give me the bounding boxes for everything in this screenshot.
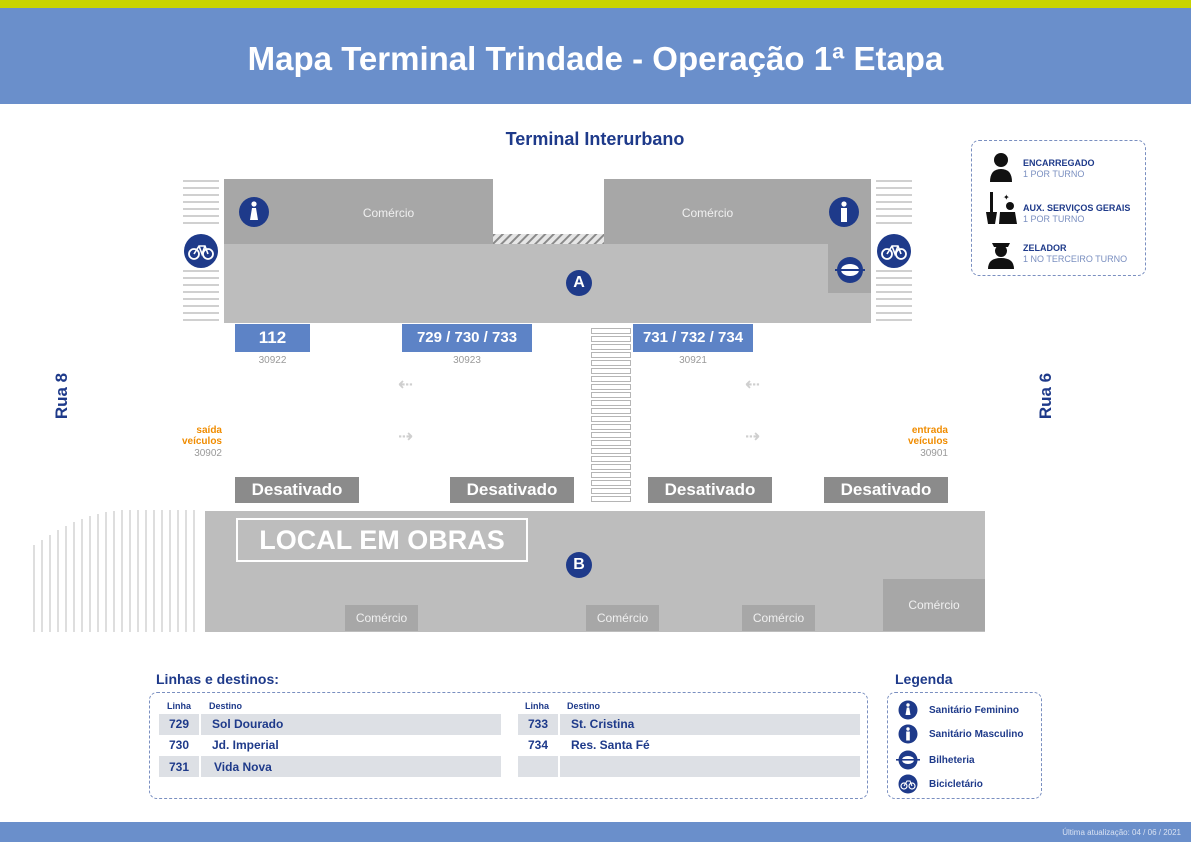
street-left: Rua 8 (52, 372, 71, 420)
staff-title: AUX. SERVIÇOS GERAIS (1023, 203, 1131, 213)
table-cell-dest: Res. Santa Fé (571, 738, 650, 752)
crosswalk-left (183, 180, 219, 321)
commerce-label: Comércio (362, 206, 415, 220)
col-header-line: Linha (167, 701, 191, 711)
bay-badge: 112 (235, 324, 310, 352)
exit-line2: veículos (181, 436, 222, 447)
lines-table-box (149, 692, 868, 799)
table-cell-line: 729 (168, 717, 190, 731)
exit-code: 30902 (194, 448, 222, 459)
commerce-b: Comércio (586, 605, 659, 631)
staff-panel (971, 140, 1146, 276)
street-right: Rua 6 (1036, 372, 1055, 420)
legend-label: Sanitário Feminino (929, 705, 1020, 716)
deactivated-bay: Desativado (450, 477, 574, 503)
bay-code: 30921 (679, 355, 707, 366)
top-accent-bar (0, 0, 1191, 8)
hatched-walkway (493, 234, 604, 244)
bicycle-icon (877, 234, 911, 268)
table-cell-line: 731 (168, 760, 190, 774)
person-icon (990, 153, 1012, 182)
staff-detail: 1 NO TERCEIRO TURNO (1023, 254, 1128, 264)
table-cell-dest: Jd. Imperial (212, 738, 279, 752)
staff-detail: 1 POR TURNO (1023, 214, 1085, 224)
platform-a-marker: A (566, 270, 592, 296)
commerce-b: Comércio (742, 605, 815, 631)
cleaning-icon: ✦ (986, 192, 1017, 224)
page-title: Mapa Terminal Trindade - Operação 1ª Eta… (247, 40, 944, 77)
commerce-label: Comércio (681, 206, 734, 220)
lines-table-title: Linhas e destinos: (156, 671, 279, 687)
works-area-label: LOCAL EM OBRAS (236, 518, 528, 562)
staff-title: ZELADOR (1023, 243, 1067, 253)
legend-label: Bicicletário (929, 779, 983, 790)
commerce-b: Comércio (345, 605, 418, 631)
table-cell-line: 730 (168, 738, 190, 752)
bicycle-icon (898, 774, 918, 794)
central-crosswalk (591, 328, 631, 502)
bay-code: 30923 (453, 355, 481, 366)
row-bg (518, 714, 558, 735)
row-bg (159, 714, 199, 735)
arrow-right-icon: ⇢ (398, 426, 414, 446)
arrow-left-icon: ⇠ (745, 374, 761, 394)
legend-label: Sanitário Masculino (929, 729, 1024, 740)
exit-label: saída veículos (150, 425, 222, 447)
deactivated-bay: Desativado (824, 477, 948, 503)
row-bg (560, 714, 860, 735)
row-bg (201, 756, 501, 777)
platform-b-marker: B (566, 552, 592, 578)
col-header-dest: Destino (567, 701, 601, 711)
table-cell-line: 733 (527, 717, 549, 731)
col-header-line: Linha (525, 701, 549, 711)
entry-line1: entrada (911, 425, 948, 436)
header-bar (0, 8, 1191, 104)
table-cell-line: 734 (527, 738, 549, 752)
ticket-office-icon (835, 257, 865, 283)
table-cell-dest: Vida Nova (214, 760, 272, 774)
staff-title: ENCARREGADO (1023, 158, 1095, 168)
legend-label: Bilheteria (929, 755, 975, 766)
female-restroom-icon (898, 700, 918, 720)
legend-box (887, 692, 1042, 799)
col-header-dest: Destino (209, 701, 243, 711)
bay-code: 30922 (258, 355, 287, 366)
staff-detail: 1 POR TURNO (1023, 169, 1085, 179)
bicycle-icon (184, 234, 218, 268)
guard-icon (988, 243, 1014, 269)
entry-line2: veículos (907, 436, 948, 447)
footer-bar (0, 822, 1191, 842)
row-bg (518, 756, 558, 777)
male-restroom-icon (829, 197, 859, 227)
deactivated-bay: Desativado (235, 477, 359, 503)
arrow-right-icon: ⇢ (745, 426, 761, 446)
female-restroom-icon (239, 197, 269, 227)
entry-code: 30901 (920, 448, 948, 459)
platform-a (224, 243, 871, 323)
row-bg (560, 756, 860, 777)
deactivated-bay: Desativado (648, 477, 772, 503)
table-cell-dest: St. Cristina (571, 717, 635, 731)
entry-label: entrada veículos (876, 425, 948, 447)
commerce-a-right: Comércio (604, 179, 871, 244)
construction-fence (33, 510, 195, 632)
svg-text:✦: ✦ (1003, 193, 1010, 202)
legend-title: Legenda (895, 671, 953, 687)
male-restroom-icon (898, 724, 918, 744)
arrow-left-icon: ⇠ (398, 374, 414, 394)
exit-line1: saída (196, 425, 222, 436)
crosswalk-right (876, 180, 912, 321)
row-bg (201, 714, 501, 735)
commerce-b-large: Comércio (883, 579, 985, 631)
bay-badge: 729 / 730 / 733 (402, 324, 532, 352)
row-bg (159, 756, 199, 777)
table-cell-dest: Sol Dourado (212, 717, 284, 731)
bay-badge: 731 / 732 / 734 (633, 324, 753, 352)
ticket-office-icon (896, 750, 920, 770)
map-subtitle: Terminal Interurbano (505, 129, 685, 149)
last-updated: Última atualização: 04 / 06 / 2021 (1062, 828, 1181, 837)
